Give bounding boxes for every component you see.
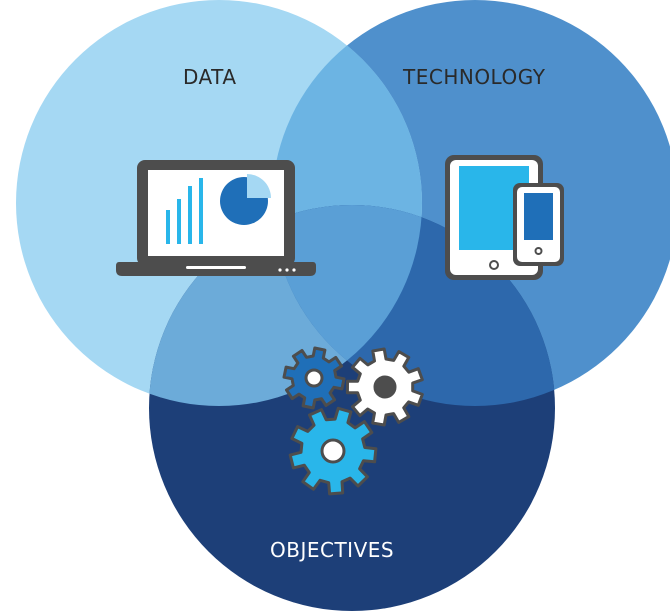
tablet-phone-icon <box>445 155 564 280</box>
laptop-chart-icon <box>116 160 316 276</box>
gear-blue-icon <box>288 406 378 496</box>
gears-icon <box>282 346 424 496</box>
data-label: DATA <box>183 65 237 89</box>
objectives-label: OBJECTIVES <box>270 538 395 562</box>
data-objectives-overlap <box>149 205 422 406</box>
gear-white-icon <box>345 347 424 427</box>
technology-objectives-overlap <box>272 205 555 406</box>
technology-label: TECHNOLOGY <box>403 65 546 89</box>
gear-small-icon <box>282 346 346 410</box>
